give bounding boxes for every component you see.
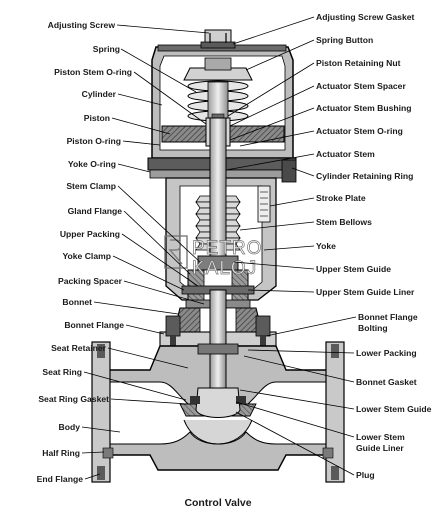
label-lower-packing: Lower Packing <box>356 348 417 358</box>
label-end-flange: End Flange <box>37 474 84 484</box>
spring <box>187 80 249 123</box>
label-stem-clamp: Stem Clamp <box>66 181 116 191</box>
label-upper-stem-guide: Upper Stem Guide <box>316 264 391 274</box>
lower-stem-and-plug <box>190 289 246 418</box>
label-piston-retaining-nut: Piston Retaining Nut <box>316 58 401 68</box>
label-piston-stem-o-ring: Piston Stem O-ring <box>54 67 132 77</box>
end-flanges <box>91 341 345 483</box>
label-plug: Plug <box>356 470 375 480</box>
label-lower-stem: Lower Stem <box>356 432 405 442</box>
label-adjusting-screw: Adjusting Screw <box>48 20 116 30</box>
label-bonnet-gasket: Bonnet Gasket <box>356 377 417 387</box>
label-adjusting-screw-gasket: Adjusting Screw Gasket <box>316 12 415 22</box>
label-actuator-stem-spacer: Actuator Stem Spacer <box>316 81 406 91</box>
labels-right: Adjusting Screw Gasket Spring Button Pis… <box>316 12 432 480</box>
label-half-ring: Half Ring <box>42 448 80 458</box>
label-cylinder: Cylinder <box>82 89 117 99</box>
valve-drawing: PETRO KALOJ <box>91 29 345 483</box>
diagram-caption: Control Valve <box>184 497 251 509</box>
label-bolting: Bolting <box>358 323 388 333</box>
label-spring-button: Spring Button <box>316 35 373 45</box>
watermark-line1: PETRO <box>192 238 262 259</box>
watermark: PETRO KALOJ <box>164 235 262 279</box>
label-bonnet-flange-right: Bonnet Flange <box>358 312 418 322</box>
label-upper-stem-guide-liner: Upper Stem Guide Liner <box>316 287 415 297</box>
label-cylinder-retaining-ring: Cylinder Retaining Ring <box>316 171 413 181</box>
label-piston: Piston <box>84 113 110 123</box>
label-seat-retainer: Seat Retainer <box>51 343 107 353</box>
label-bonnet-flange: Bonnet Flange <box>64 320 124 330</box>
label-seat-ring: Seat Ring <box>42 367 82 377</box>
label-lower-stem-guide: Lower Stem Guide <box>356 404 432 414</box>
watermark-line2: KALOJ <box>192 258 257 279</box>
label-bonnet: Bonnet <box>62 297 92 307</box>
label-gland-flange: Gland Flange <box>68 206 123 216</box>
label-actuator-stem: Actuator Stem <box>316 149 375 159</box>
label-guide-liner: Guide Liner <box>356 443 404 453</box>
actuator-stem <box>197 117 239 291</box>
leader-lines <box>81 16 357 480</box>
label-yoke-clamp: Yoke Clamp <box>62 251 111 261</box>
label-actuator-stem-o-ring: Actuator Stem O-ring <box>316 126 403 136</box>
adjusting-screw <box>200 29 236 49</box>
label-yoke: Yoke <box>316 241 336 251</box>
label-body: Body <box>59 422 81 432</box>
spring-button <box>183 57 253 81</box>
label-upper-packing: Upper Packing <box>60 229 120 239</box>
label-spring: Spring <box>93 44 120 54</box>
label-yoke-o-ring: Yoke O-ring <box>68 159 116 169</box>
label-actuator-stem-bushing: Actuator Stem Bushing <box>316 103 412 113</box>
label-stem-bellows: Stem Bellows <box>316 217 372 227</box>
label-stroke-plate: Stroke Plate <box>316 193 366 203</box>
label-seat-ring-gasket: Seat Ring Gasket <box>38 394 109 404</box>
label-packing-spacer: Packing Spacer <box>58 276 123 286</box>
labels-left: Adjusting Screw Spring Piston Stem O-rin… <box>37 20 132 484</box>
label-piston-o-ring: Piston O-ring <box>67 136 121 146</box>
